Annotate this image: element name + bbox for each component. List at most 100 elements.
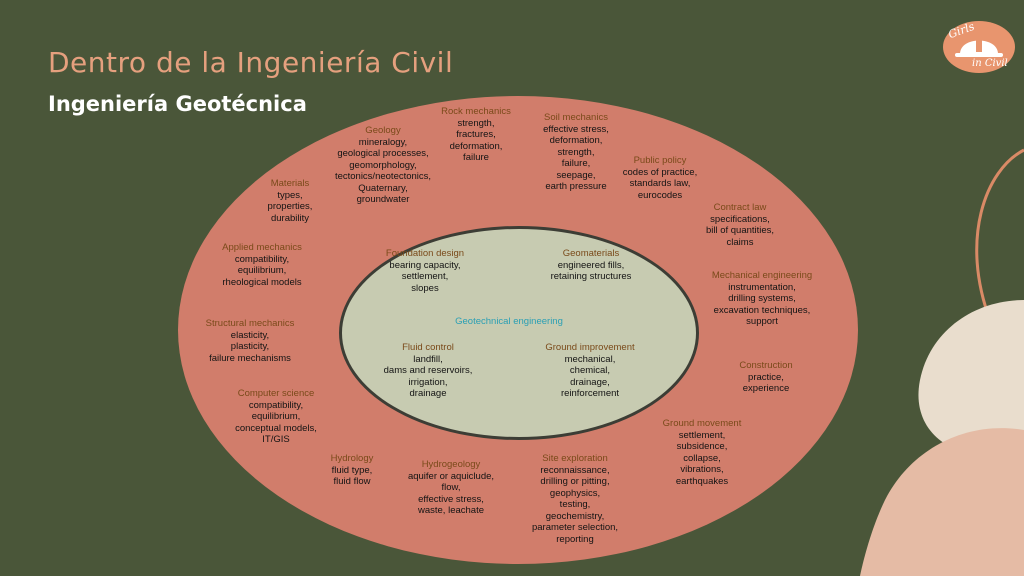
- topic-line: eurocodes: [623, 190, 697, 202]
- topic-line: bill of quantities,: [706, 225, 774, 237]
- topic-heading: Ground movement: [663, 418, 742, 430]
- topic-line: earthquakes: [663, 476, 742, 488]
- topic-line: equilibrium,: [235, 411, 317, 423]
- topic-line: aquifer or aquiclude,: [408, 471, 494, 483]
- topic-line: parameter selection,: [532, 522, 618, 534]
- topic-line: engineered fills,: [551, 260, 632, 272]
- center-label: Geotechnical engineering: [455, 316, 563, 327]
- topic-heading: Construction: [739, 360, 792, 372]
- topic-line: deformation,: [543, 135, 609, 147]
- topic-heading: Geology: [335, 125, 431, 137]
- topic-line: properties,: [268, 201, 313, 213]
- topic-heading: Mechanical engineering: [712, 270, 812, 282]
- topic-line: excavation techniques,: [712, 305, 812, 317]
- topic-line: earth pressure: [543, 181, 609, 193]
- topic-line: effective stress,: [408, 494, 494, 506]
- topic-line: groundwater: [335, 194, 431, 206]
- topic-heading: Rock mechanics: [441, 106, 511, 118]
- topic-line: bearing capacity,: [386, 260, 464, 272]
- topic-heading: Applied mechanics: [222, 242, 302, 254]
- topic-line: drilling or pitting,: [532, 476, 618, 488]
- topic-hydrogeology: Hydrogeologyaquifer or aquiclude,flow,ef…: [408, 459, 494, 517]
- topic-heading: Public policy: [623, 155, 697, 167]
- topic-line: geological processes,: [335, 148, 431, 160]
- topic-line: fractures,: [441, 129, 511, 141]
- logo-text-bottom: in Civil: [972, 58, 1008, 69]
- topic-line: geomorphology,: [335, 160, 431, 172]
- topic-line: plasticity,: [206, 341, 295, 353]
- topic-line: tectonics/neotectonics,: [335, 171, 431, 183]
- topic-line: drainage,: [545, 377, 634, 389]
- topic-line: retaining structures: [551, 271, 632, 283]
- topic-line: codes of practice,: [623, 167, 697, 179]
- topic-heading: Computer science: [235, 388, 317, 400]
- topic-line: waste, leachate: [408, 505, 494, 517]
- topic-line: conceptual models,: [235, 423, 317, 435]
- topic-line: settlement,: [386, 271, 464, 283]
- topic-line: fluid type,: [331, 465, 374, 477]
- topic-heading: Hydrology: [331, 453, 374, 465]
- topic-line: seepage,: [543, 170, 609, 182]
- topic-line: testing,: [532, 499, 618, 511]
- topic-heading: Hydrogeology: [408, 459, 494, 471]
- decorative-blob-peach: [860, 428, 1024, 576]
- topic-heading: Contract law: [706, 202, 774, 214]
- topic-line: irrigation,: [384, 377, 473, 389]
- topic-line: specifications,: [706, 214, 774, 226]
- topic-line: drainage: [384, 388, 473, 400]
- topic-line: mineralogy,: [335, 137, 431, 149]
- girls-in-civil-logo: Girls in Civil: [940, 14, 1018, 76]
- topic-line: strength,: [441, 118, 511, 130]
- topic-line: IT/GIS: [235, 434, 317, 446]
- topic-heading: Materials: [268, 178, 313, 190]
- topic-line: experience: [739, 383, 792, 395]
- topic-line: collapse,: [663, 453, 742, 465]
- topic-line: standards law,: [623, 178, 697, 190]
- topic-heading: Fluid control: [384, 342, 473, 354]
- topic-line: compatibility,: [222, 254, 302, 266]
- topic-line: failure: [441, 152, 511, 164]
- topic-line: fluid flow: [331, 476, 374, 488]
- topic-heading: Soil mechanics: [543, 112, 609, 124]
- topic-line: mechanical,: [545, 354, 634, 366]
- topic-line: deformation,: [441, 141, 511, 153]
- topic-line: settlement,: [663, 430, 742, 442]
- topic-line: equilibrium,: [222, 265, 302, 277]
- topic-line: chemical,: [545, 365, 634, 377]
- topic-line: effective stress,: [543, 124, 609, 136]
- topic-fluid: Fluid controllandfill,dams and reservoir…: [384, 342, 473, 400]
- topic-line: types,: [268, 190, 313, 202]
- topic-line: elasticity,: [206, 330, 295, 342]
- topic-line: failure,: [543, 158, 609, 170]
- topic-line: slopes: [386, 283, 464, 295]
- topic-line: practice,: [739, 372, 792, 384]
- topic-line: flow,: [408, 482, 494, 494]
- topic-line: claims: [706, 237, 774, 249]
- topic-line: geophysics,: [532, 488, 618, 500]
- topic-line: failure mechanisms: [206, 353, 295, 365]
- topic-site: Site explorationreconnaissance,drilling …: [532, 453, 618, 545]
- topic-line: reporting: [532, 534, 618, 546]
- topic-heading: Geomaterials: [551, 248, 632, 260]
- topic-heading: Structural mechanics: [206, 318, 295, 330]
- topic-line: durability: [268, 213, 313, 225]
- topic-line: strength,: [543, 147, 609, 159]
- slide-subtitle: Ingeniería Geotécnica: [48, 92, 307, 116]
- topic-heading: Foundation design: [386, 248, 464, 260]
- topic-line: vibrations,: [663, 464, 742, 476]
- topic-line: compatibility,: [235, 400, 317, 412]
